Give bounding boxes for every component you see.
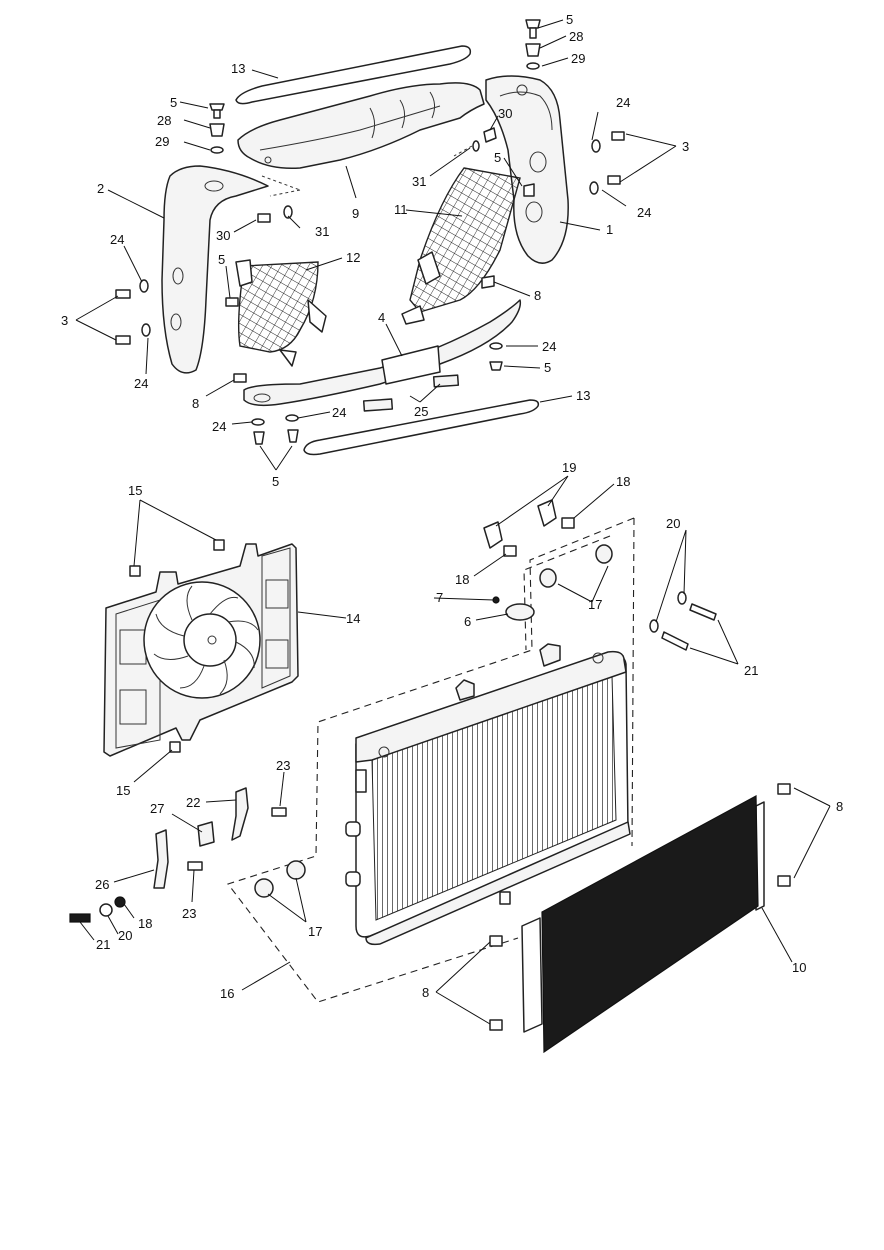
callout-17: 17 [308,924,322,939]
radiator-cap-and-mounts [483,499,613,621]
callout-13: 13 [576,388,590,403]
callout-8: 8 [422,985,429,1000]
callout-31: 31 [315,224,329,239]
callout-5: 5 [494,150,501,165]
callout-6: 6 [464,614,471,629]
callout-18: 18 [616,474,630,489]
callout-26: 26 [95,877,109,892]
callout-23: 23 [276,758,290,773]
callout-23: 23 [182,906,196,921]
callout-28: 28 [569,29,583,44]
part-4-lower-duct [243,299,522,407]
callout-30: 30 [498,106,512,121]
part-1-right-side-shroud [485,75,569,264]
callout-31: 31 [412,174,426,189]
bolts-21-20 [649,591,717,651]
callout-27: 27 [150,801,164,816]
callout-8: 8 [534,288,541,303]
callout-1: 1 [606,222,613,237]
part-16-radiator [345,643,631,946]
callout-29: 29 [571,51,585,66]
callout-5: 5 [218,252,225,267]
callout-24: 24 [110,232,124,247]
callout-2: 2 [97,181,104,196]
kit-16-dashed-outline [227,517,635,1003]
callout-5: 5 [272,474,279,489]
fan-screws [129,539,225,753]
callout-labels: 5 28 29 13 5 28 29 24 3 24 30 31 5 2 9 1… [61,12,843,1001]
callout-13: 13 [231,61,245,76]
callout-30: 30 [216,228,230,243]
leader-lines [75,19,831,1025]
part-13-top-trim-strip [235,45,472,105]
callout-20: 20 [118,928,132,943]
part-12-left-mesh [235,259,327,367]
callout-16: 16 [220,986,234,1001]
callout-10: 10 [792,960,806,975]
callout-12: 12 [346,250,360,265]
callout-15: 15 [116,783,130,798]
callout-3: 3 [682,139,689,154]
callout-5: 5 [544,360,551,375]
callout-24: 24 [542,339,556,354]
callout-19: 19 [562,460,576,475]
callout-14: 14 [346,611,360,626]
callout-24: 24 [134,376,148,391]
callout-4: 4 [378,310,385,325]
callout-9: 9 [352,206,359,221]
callout-25: 25 [414,404,428,419]
callout-21: 21 [744,663,758,678]
callout-18: 18 [138,916,152,931]
callout-8: 8 [192,396,199,411]
part-11-right-mesh [401,167,521,325]
callout-11: 11 [394,202,408,217]
part-10-condenser [521,795,765,1054]
callout-7: 7 [436,590,443,605]
part-2-left-side-shroud [161,165,269,374]
callout-3: 3 [61,313,68,328]
callout-24: 24 [332,405,346,420]
callout-28: 28 [157,113,171,128]
condenser-screws [489,783,791,1031]
part-13-lower-trim-strip [303,399,540,456]
callout-5: 5 [566,12,573,27]
callout-5: 5 [170,95,177,110]
callout-21: 21 [96,937,110,952]
callout-8: 8 [836,799,843,814]
part-25-pads [362,374,460,412]
part-14-fan-assembly [103,543,299,757]
callout-20: 20 [666,516,680,531]
kit-17-dashed-outline [523,535,611,651]
callout-24: 24 [616,95,630,110]
callout-29: 29 [155,134,169,149]
callout-22: 22 [186,795,200,810]
lower-left-brackets [69,787,306,923]
callout-18: 18 [455,572,469,587]
callout-24: 24 [212,419,226,434]
callout-17: 17 [588,597,602,612]
part-9-upper-duct [237,82,485,170]
callout-15: 15 [128,483,142,498]
callout-24: 24 [637,205,651,220]
